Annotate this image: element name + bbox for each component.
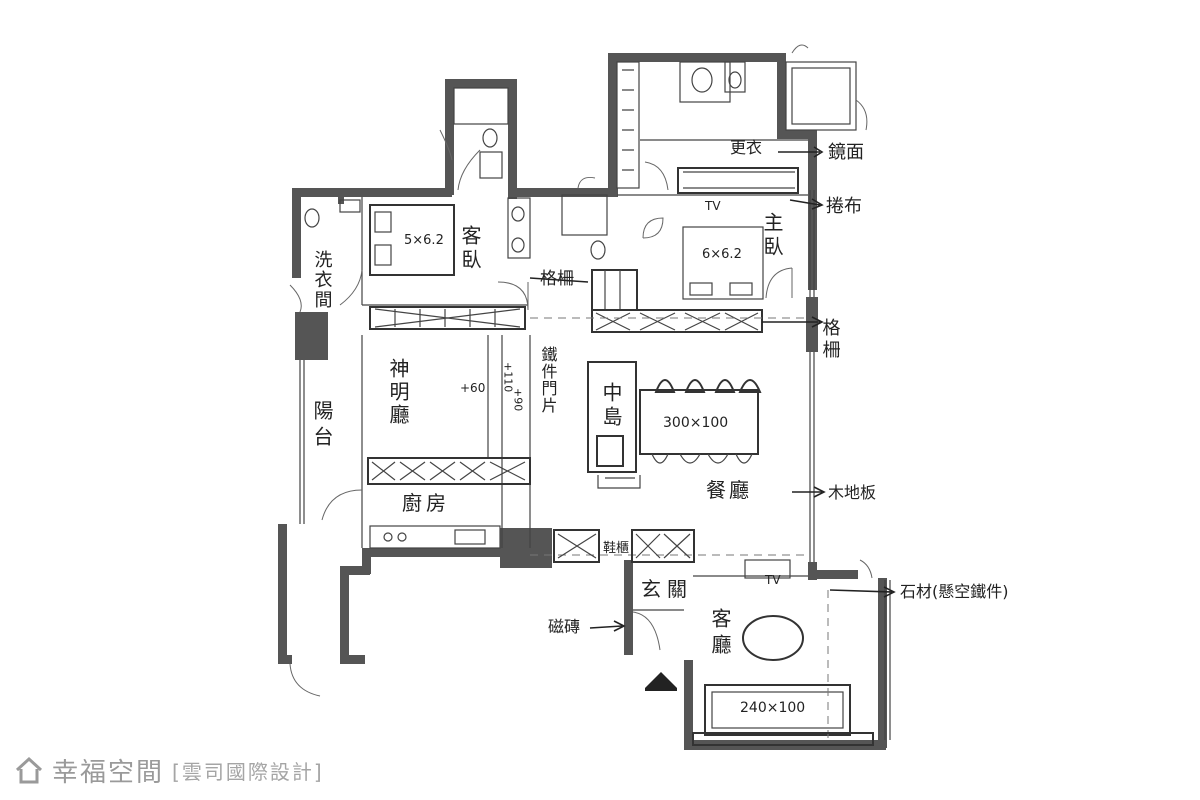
- label-dining-room: 餐廳: [706, 478, 752, 502]
- label-living-room: 客廳: [708, 608, 732, 660]
- label-altar-hall: 神明廳: [386, 358, 410, 427]
- label-island: 中島: [599, 382, 623, 430]
- label-foyer: 玄關: [641, 577, 693, 601]
- label-dining-table: 300×100: [663, 415, 728, 431]
- note-mirror: 鏡面: [828, 142, 864, 163]
- note-grille-top: 格柵: [540, 269, 574, 289]
- note-wood-floor: 木地板: [828, 483, 876, 502]
- note-plus-60: +60: [460, 381, 485, 395]
- note-labels: 鏡面 捲布 格柵 格柵 鐵件門片 +60 +90 +110 木地板 石材(懸空鐵…: [460, 142, 1009, 636]
- doors: [289, 44, 873, 697]
- label-kitchen: 廚房: [402, 491, 450, 515]
- label-sofa-size: 240×100: [740, 700, 805, 716]
- walls: [278, 53, 887, 750]
- note-plus-110: +110: [502, 362, 515, 392]
- label-laundry: 洗衣間: [312, 250, 333, 310]
- label-tv-master: TV: [704, 199, 721, 213]
- note-stone: 石材(懸空鐵件): [900, 582, 1009, 601]
- label-master-bed-size: 6×6.2: [702, 247, 742, 262]
- room-labels: 洗衣間 陽台 客臥 5×6.2 主臥 6×6.2 神明廳 廚房 中島 300×1…: [310, 138, 805, 716]
- annotation-arrows: [529, 146, 896, 632]
- note-grille-right: 格柵: [820, 318, 841, 362]
- label-walk-in-closet: 更衣: [730, 138, 762, 157]
- watermark-brand: 幸福空間: [52, 757, 165, 788]
- note-tile: 磁磚: [548, 617, 580, 636]
- label-tv-living: TV: [764, 573, 781, 587]
- interior-lines: [299, 61, 891, 746]
- watermark-credit: [雲司國際設計]: [172, 759, 324, 784]
- note-iron-door: 鐵件門片: [539, 345, 558, 414]
- label-guest-bedroom: 客臥: [458, 225, 482, 273]
- note-curtain: 捲布: [826, 196, 862, 217]
- watermark: 幸福空間 [雲司國際設計]: [14, 752, 324, 788]
- label-master-bedroom: 主臥: [760, 212, 784, 260]
- entrance-marker: [645, 672, 677, 688]
- note-plus-90: +90: [512, 388, 525, 411]
- label-balcony: 陽台: [310, 400, 334, 452]
- label-guest-bed-size: 5×6.2: [404, 233, 444, 248]
- label-shoe-cabinet: 鞋櫃: [603, 540, 629, 556]
- house-logo-icon: [15, 756, 43, 784]
